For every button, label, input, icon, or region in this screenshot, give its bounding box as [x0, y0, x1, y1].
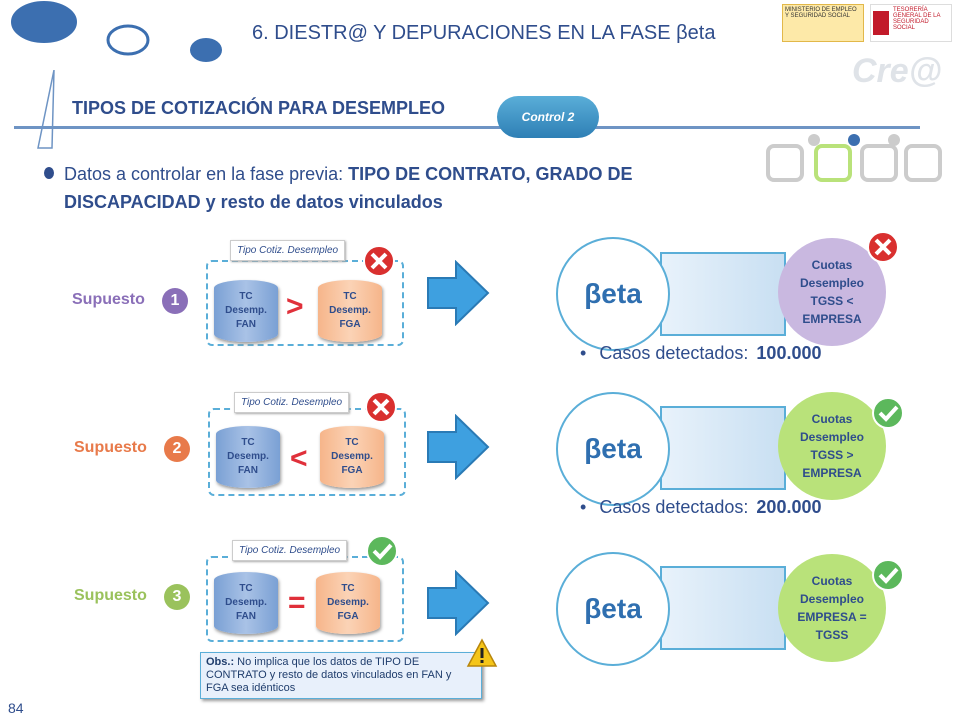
detected-label-1: Casos detectados:	[599, 343, 749, 363]
detected-cases-1: • Casos detectados: 100.000	[580, 343, 822, 364]
cylinder-fan-2: TC Desemp. FAN	[216, 426, 280, 488]
operator-3: =	[288, 586, 306, 619]
tgss-logo-text: TESORERÍA GENERAL DE LA SEGURIDAD SOCIAL	[893, 7, 941, 31]
decorative-circles	[9, 0, 222, 62]
lead-prefix: Datos a controlar en la fase previa:	[64, 164, 349, 184]
process-funnel-2	[660, 406, 786, 490]
bullet-icon	[44, 167, 54, 179]
cylinder-fan-3: TC Desemp. FAN	[214, 572, 278, 634]
cylinder-fga-1: TC Desemp. FGA	[318, 280, 382, 342]
lead-paragraph: Datos a controlar en la fase previa: TIP…	[64, 160, 754, 216]
arrow-right-icon	[427, 570, 490, 636]
green-check-icon	[870, 396, 906, 435]
beta-circle-1: βeta	[556, 237, 670, 351]
supuesto-label-2: Supuesto	[74, 439, 147, 456]
tag-2: Tipo Cotiz. Desempleo	[234, 392, 350, 413]
arrow-right-icon	[427, 260, 490, 326]
bullet-icon: •	[580, 343, 587, 363]
obs-label: Obs.:	[206, 656, 235, 668]
header-logos: MINISTERIO DE EMPLEO Y SEGURIDAD SOCIAL …	[782, 4, 952, 44]
page-title: 6. DIESTR@ Y DEPURACIONES EN LA FASE βet…	[252, 22, 716, 44]
arrow-right-icon	[427, 414, 490, 480]
bullet-icon: •	[580, 497, 587, 517]
process-funnel-3	[660, 566, 786, 650]
observation-note: Obs.: No implica que los datos de TIPO D…	[200, 652, 482, 699]
tgss-mark-icon	[873, 11, 889, 35]
warning-icon	[466, 638, 498, 667]
tag-1: Tipo Cotiz. Desempleo	[230, 240, 346, 261]
green-check-icon	[364, 534, 400, 573]
cylinder-fan-1: TC Desemp. FAN	[214, 280, 278, 342]
detected-value-1: 100.000	[756, 343, 822, 363]
supuesto-number-3: 3	[164, 584, 190, 610]
operator-2: <	[290, 442, 308, 475]
supuesto-number-1: 1	[162, 288, 188, 314]
obs-text: No implica que los datos de TIPO DE CONT…	[206, 656, 452, 694]
red-x-icon	[866, 230, 900, 269]
green-check-icon	[870, 558, 906, 597]
supuesto-label-3: Supuesto	[74, 587, 147, 604]
result-circle-3: Cuotas Desempleo EMPRESA = TGSS	[778, 554, 886, 662]
ministry-logo: MINISTERIO DE EMPLEO Y SEGURIDAD SOCIAL	[782, 4, 864, 42]
progress-steps-icon	[766, 134, 942, 182]
detected-label-2: Casos detectados:	[599, 497, 749, 517]
section-subtitle: TIPOS DE COTIZACIÓN PARA DESEMPLEO	[72, 98, 446, 118]
process-funnel-1	[660, 252, 786, 336]
tag-3: Tipo Cotiz. Desempleo	[232, 540, 348, 561]
cylinder-fga-2: TC Desemp. FGA	[320, 426, 384, 488]
tgss-logo: TESORERÍA GENERAL DE LA SEGURIDAD SOCIAL	[870, 4, 952, 42]
divider	[14, 126, 920, 129]
beta-circle-2: βeta	[556, 392, 670, 506]
cylinder-fga-3: TC Desemp. FGA	[316, 572, 380, 634]
red-x-icon	[362, 244, 396, 283]
supuesto-label-1: Supuesto	[72, 291, 145, 308]
control-badge: Control 2	[497, 96, 599, 138]
result-circle-1: Cuotas Desempleo TGSS < EMPRESA	[778, 238, 886, 346]
page-number: 84	[8, 700, 24, 716]
detected-cases-2: • Casos detectados: 200.000	[580, 497, 822, 518]
lead-bold: TIPO DE CONTRATO, GRADO DE DISCAPACIDAD …	[64, 164, 633, 212]
detected-value-2: 200.000	[756, 497, 822, 517]
decorative-slash	[37, 70, 55, 149]
crea-logo: Cre@	[852, 52, 942, 90]
operator-1: >	[286, 290, 304, 323]
beta-circle-3: βeta	[556, 552, 670, 666]
red-x-icon	[364, 390, 398, 429]
supuesto-number-2: 2	[164, 436, 190, 462]
result-circle-2: Cuotas Desempleo TGSS > EMPRESA	[778, 392, 886, 500]
comparison-box-1	[206, 260, 404, 346]
